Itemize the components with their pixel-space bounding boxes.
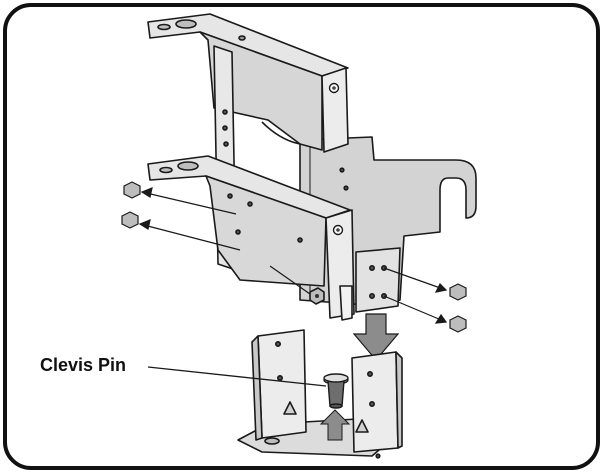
nut-leader xyxy=(269,265,311,295)
down-arrow xyxy=(352,313,400,361)
bolt-lower-right xyxy=(383,295,467,333)
clevis-pin-label: Clevis Pin xyxy=(40,355,127,375)
clevis-pin-leader xyxy=(147,366,327,387)
bolt-upper-left xyxy=(123,181,237,215)
bolt-lower-left xyxy=(121,211,241,251)
bolt-upper-right xyxy=(383,267,467,301)
lower-bracket xyxy=(147,155,355,321)
upper-bracket xyxy=(147,13,349,271)
left-bolts xyxy=(121,181,311,295)
up-arrow xyxy=(319,409,351,441)
clevis-pin xyxy=(323,373,349,409)
base-bracket xyxy=(237,329,403,459)
right-bolts xyxy=(383,267,467,333)
